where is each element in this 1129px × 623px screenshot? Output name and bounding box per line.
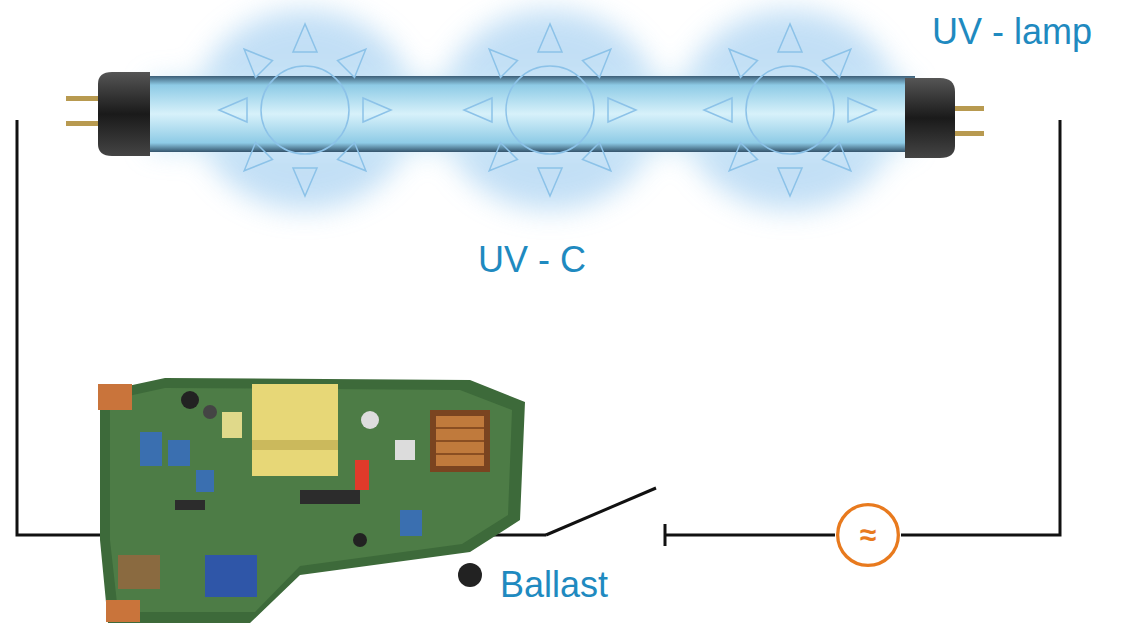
ac-source-circle: ≈ xyxy=(835,502,901,568)
ac-symbol: ≈ xyxy=(835,502,901,568)
part-label: UV - lamp xyxy=(932,12,1092,52)
part-label: UV - C xyxy=(478,240,586,280)
part-label: Ballast xyxy=(500,565,608,605)
